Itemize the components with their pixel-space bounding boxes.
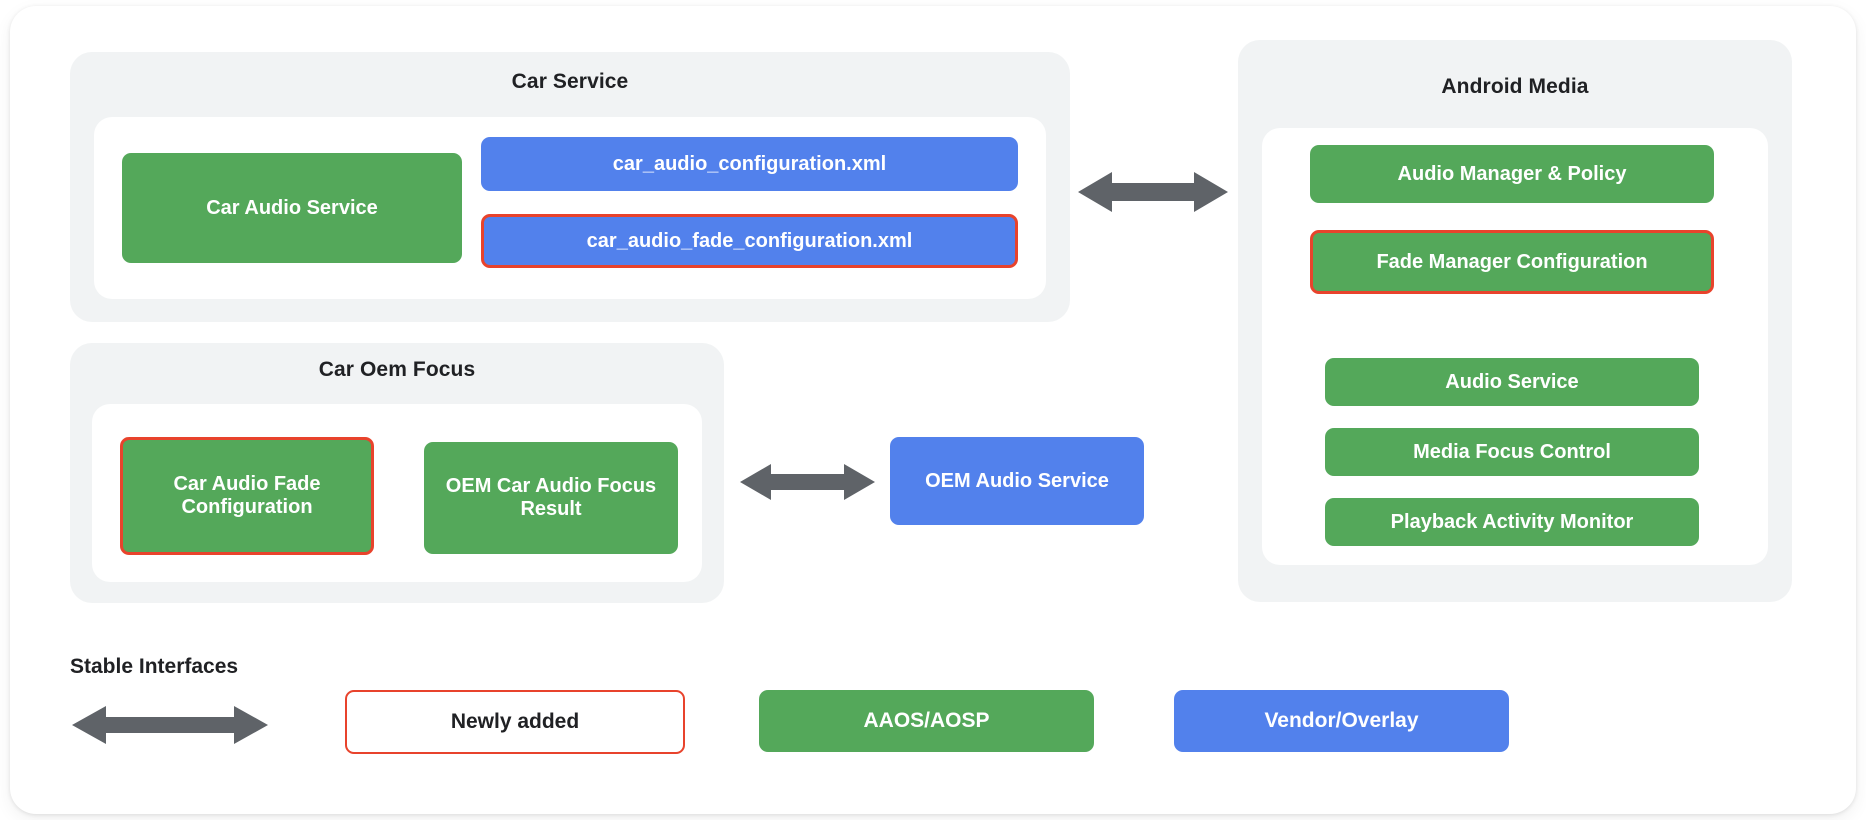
arrow-car-oem-focus-to-oem-audio-service	[740, 462, 875, 502]
node-oem-car-audio-focus-result[interactable]: OEM Car Audio Focus Result	[424, 442, 678, 554]
node-car-audio-fade-configuration[interactable]: Car Audio Fade Configuration	[120, 437, 374, 555]
legend-stable-interfaces-arrow-icon	[72, 704, 268, 746]
arrow-car-service-to-android-media	[1078, 170, 1228, 214]
legend-item-aaos-aosp[interactable]: AAOS/AOSP	[759, 690, 1094, 752]
node-playback-activity-monitor[interactable]: Playback Activity Monitor	[1325, 498, 1699, 546]
node-audio-service[interactable]: Audio Service	[1325, 358, 1699, 406]
group-car-service-title: Car Service	[511, 70, 629, 93]
node-car-audio-configuration-xml[interactable]: car_audio_configuration.xml	[481, 137, 1018, 191]
legend-item-vendor-overlay[interactable]: Vendor/Overlay	[1174, 690, 1509, 752]
legend-stable-interfaces-label: Stable Interfaces	[70, 655, 239, 678]
node-oem-audio-service[interactable]: OEM Audio Service	[890, 437, 1144, 525]
node-car-audio-fade-configuration-xml[interactable]: car_audio_fade_configuration.xml	[481, 214, 1018, 268]
group-android-media-title: Android Media	[1441, 75, 1589, 98]
node-audio-manager-and-policy[interactable]: Audio Manager & Policy	[1310, 145, 1714, 203]
node-fade-manager-configuration[interactable]: Fade Manager Configuration	[1310, 230, 1714, 294]
legend-item-newly-added[interactable]: Newly added	[345, 690, 685, 754]
group-car-oem-focus-title: Car Oem Focus	[318, 358, 476, 381]
node-media-focus-control[interactable]: Media Focus Control	[1325, 428, 1699, 476]
node-car-audio-service[interactable]: Car Audio Service	[122, 153, 462, 263]
